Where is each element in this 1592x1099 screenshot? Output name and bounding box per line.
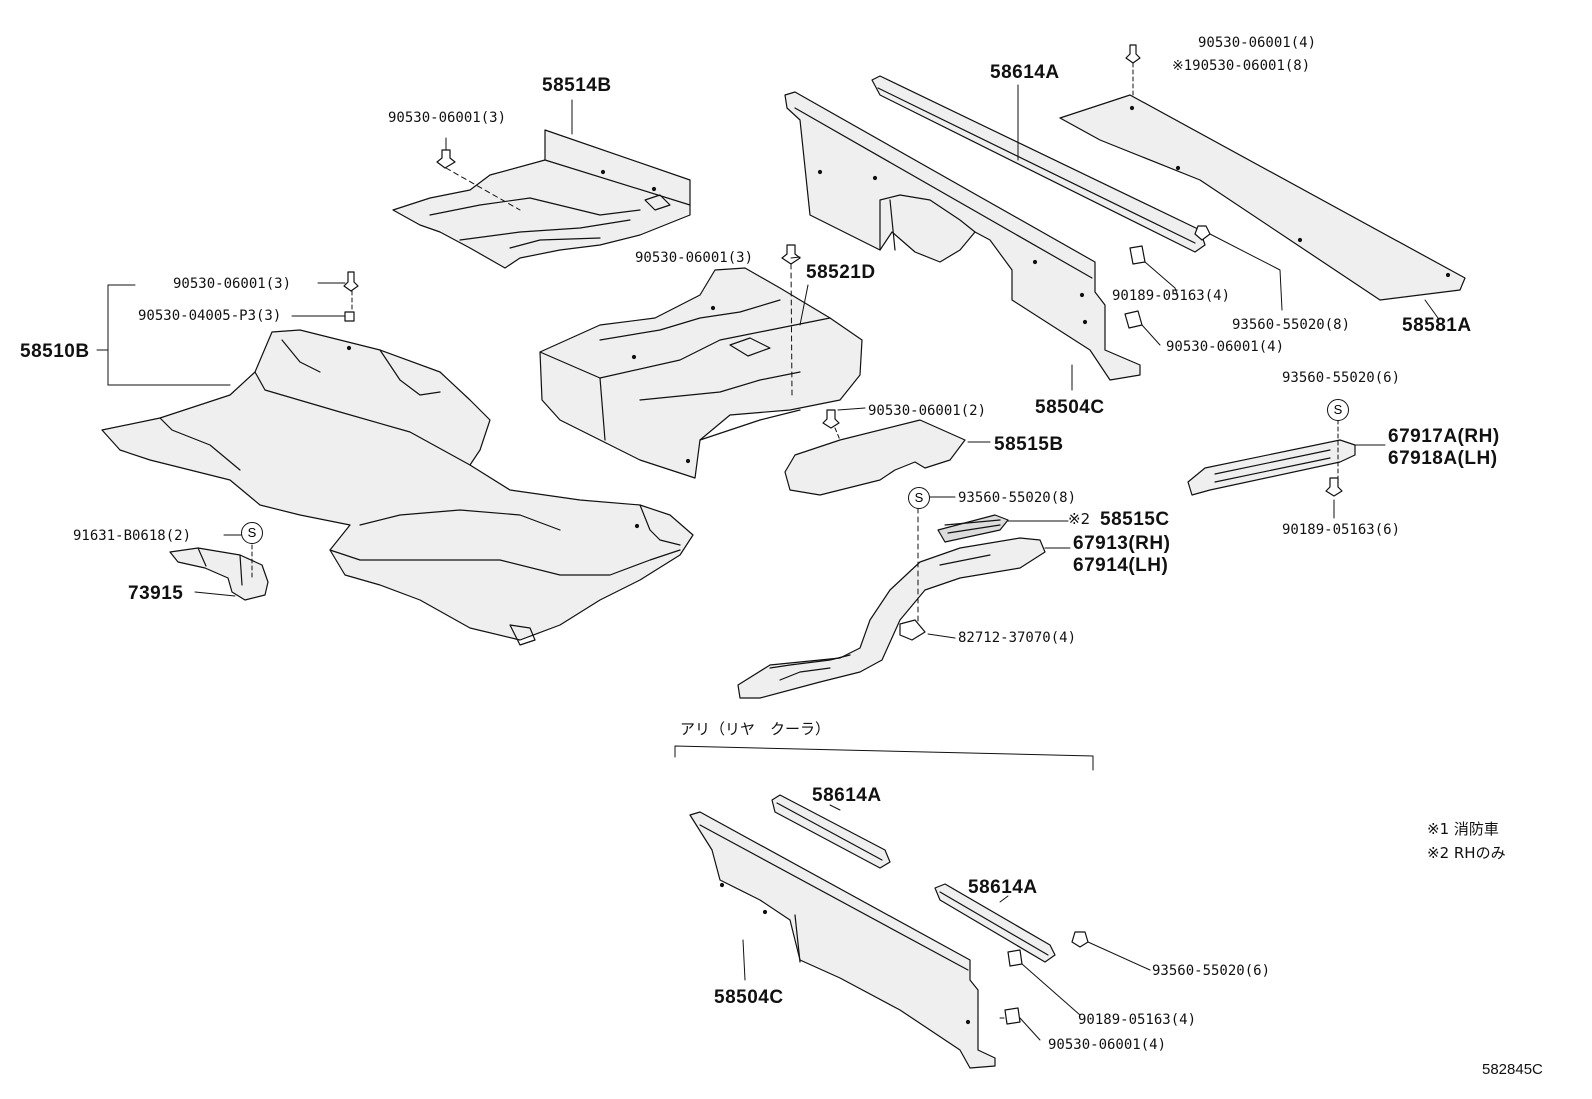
option-group-header: アリ（リヤ クーラ） <box>680 720 831 738</box>
label-67914: 67914(LH) <box>1073 555 1169 576</box>
label-90530-06001-4-top: 90530-06001(4) <box>1198 35 1317 51</box>
part-58614A-bottom-1 <box>771 794 891 869</box>
s-mark-1: S <box>1327 399 1349 421</box>
label-90530-06001-2: 90530-06001(2) <box>868 403 987 419</box>
label-58504C-top: 58504C <box>1035 397 1105 418</box>
part-58510B <box>101 329 694 646</box>
note-2: ※2 RHのみ <box>1427 844 1506 862</box>
part-58514B <box>392 129 691 269</box>
part-58614A-top <box>871 75 1206 253</box>
label-67917A: 67917A(RH) <box>1388 426 1500 447</box>
part-58515C <box>937 514 1009 543</box>
label-90189-05163-4-bottom: 90189-05163(4) <box>1078 1012 1197 1028</box>
fasteners <box>343 44 1343 1025</box>
s-mark-2: S <box>908 487 930 509</box>
part-58521D <box>539 267 863 479</box>
label-90189-05163-4-top: 90189-05163(4) <box>1112 288 1231 304</box>
leader-lines <box>96 62 1439 1041</box>
part-67917A <box>1187 439 1356 496</box>
part-58614A-bottom-2 <box>934 883 1056 963</box>
label-58521D: 58521D <box>806 262 876 283</box>
s-mark-3: S <box>241 522 263 544</box>
label-58515C-mark: ※2 <box>1068 510 1091 528</box>
label-82712-37070: 82712-37070(4) <box>958 630 1077 646</box>
label-90530-06001-4-mid: 90530-06001(4) <box>1166 339 1285 355</box>
label-93560-55020-6-top: 93560-55020(6) <box>1282 370 1401 386</box>
label-90189-05163-6: 90189-05163(6) <box>1282 522 1401 538</box>
label-93560-55020-8-mid: 93560-55020(8) <box>958 490 1077 506</box>
label-90530-06001-3b: 90530-06001(3) <box>635 250 754 266</box>
label-73915: 73915 <box>128 583 184 604</box>
label-58614A-bottom-2: 58614A <box>968 877 1038 898</box>
label-58614A-bottom-1: 58614A <box>812 785 882 806</box>
label-67913: 67913(RH) <box>1073 533 1171 554</box>
part-58504C-bottom <box>689 811 996 1069</box>
label-67918A: 67918A(LH) <box>1388 448 1498 469</box>
label-93560-55020-8-top: 93560-55020(8) <box>1232 317 1351 333</box>
label-58504C-bottom: 58504C <box>714 987 784 1008</box>
label-58515B: 58515B <box>994 434 1064 455</box>
part-58581A <box>1059 94 1466 301</box>
part-67913 <box>737 537 1046 699</box>
label-58510B: 58510B <box>20 341 90 362</box>
label-58581A: 58581A <box>1402 315 1472 336</box>
label-58514B: 58514B <box>542 75 612 96</box>
note-1: ※1 消防車 <box>1427 820 1499 838</box>
part-73915 <box>169 547 269 601</box>
label-90530-06001-3a: 90530-06001(3) <box>388 110 507 126</box>
part-58504C-top <box>784 91 1141 381</box>
label-58515C: 58515C <box>1100 509 1170 530</box>
label-90530-06001-3c: 90530-06001(3) <box>173 276 292 292</box>
label-190530-06001-8: ※190530-06001(8) <box>1172 58 1311 74</box>
label-91631-B0618: 91631-B0618(2) <box>73 528 192 544</box>
catalog-number: 582845C <box>1482 1061 1543 1078</box>
label-58614A-top: 58614A <box>990 62 1060 83</box>
label-90530-04005-P3: 90530-04005-P3(3) <box>138 308 282 324</box>
label-90530-06001-4-bottom: 90530-06001(4) <box>1048 1037 1167 1053</box>
part-58515B <box>784 419 966 496</box>
label-93560-55020-6-bottom: 93560-55020(6) <box>1152 963 1271 979</box>
